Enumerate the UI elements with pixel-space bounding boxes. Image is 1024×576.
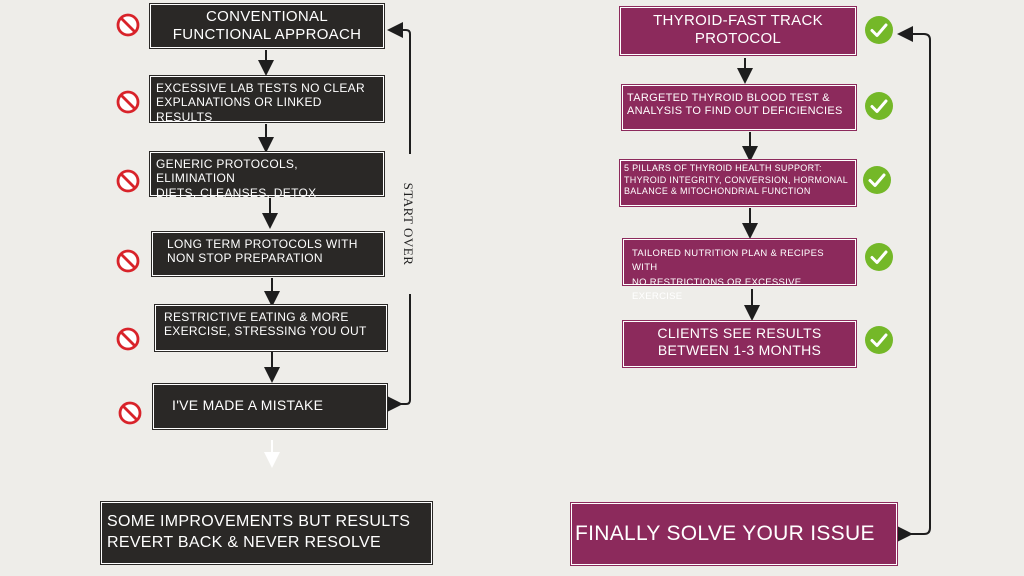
left-step-4-line2: NON STOP PREPARATION (167, 251, 323, 266)
no-entry-icon (116, 90, 140, 114)
right-outcome: FINALLY SOLVE YOUR ISSUE (571, 503, 897, 565)
right-step-3-line3: BALANCE & MITOCHONDRIAL FUNCTION (624, 186, 811, 197)
right-step-1: THYROID-FAST TRACK PROTOCOL (620, 7, 856, 55)
right-step-1-line2: PROTOCOL (694, 30, 782, 47)
left-step-1-line2: FUNCTIONAL APPROACH (172, 26, 362, 43)
left-step-4: LONG TERM PROTOCOLS WITH NON STOP PREPAR… (152, 232, 384, 276)
left-outcome: SOME IMPROVEMENTS BUT RESULTS REVERT BAC… (101, 502, 432, 564)
no-entry-icon (118, 401, 142, 425)
no-entry-icon (116, 249, 140, 273)
left-step-3-line1: GENERIC PROTOCOLS, ELIMINATION (156, 157, 298, 186)
right-step-3: 5 PILLARS OF THYROID HEALTH SUPPORT: THY… (620, 160, 856, 206)
left-step-5-line2: EXERCISE, STRESSING YOU OUT (164, 324, 367, 339)
left-step-2-line1: EXCESSIVE LAB TESTS NO CLEAR (156, 81, 365, 95)
right-step-5-line2: BETWEEN 1-3 MONTHS (657, 341, 822, 358)
left-outcome-line2: REVERT BACK & NEVER RESOLVE (107, 533, 381, 551)
left-step-1: CONVENTIONAL FUNCTIONAL APPROACH (150, 4, 384, 48)
right-step-2: TARGETED THYROID BLOOD TEST & ANALYSIS T… (622, 85, 856, 130)
check-icon (865, 16, 893, 44)
right-step-5: CLIENTS SEE RESULTS BETWEEN 1-3 MONTHS (623, 321, 856, 367)
left-step-5-line1: RESTRICTIVE EATING & MORE (164, 310, 349, 324)
check-icon (865, 326, 893, 354)
left-step-5: RESTRICTIVE EATING & MORE EXERCISE, STRE… (155, 305, 387, 351)
right-step-2-line1: TARGETED THYROID BLOOD TEST & (627, 92, 830, 104)
left-step-2-line2: EXPLANATIONS OR LINKED RESULTS (156, 95, 322, 124)
no-entry-icon (116, 327, 140, 351)
finish-loop (897, 26, 931, 542)
no-entry-icon (116, 13, 140, 37)
left-step-6-line1: I'VE MADE A MISTAKE (172, 397, 324, 413)
left-step-6: I'VE MADE A MISTAKE (153, 384, 387, 429)
left-step-1-line1: CONVENTIONAL (206, 8, 328, 25)
start-over-label: START OVER (398, 154, 416, 294)
right-step-3-line2: THYROID INTEGRITY, CONVERSION, HORMONAL (624, 174, 849, 185)
right-step-4-line2: NO RESTRICTIONS OR EXCESSIVE EXERCISE (632, 276, 802, 302)
left-outcome-line1: SOME IMPROVEMENTS BUT RESULTS (107, 513, 411, 530)
check-icon (865, 243, 893, 271)
right-step-4: TAILORED NUTRITION PLAN & RECIPES WITH N… (623, 239, 856, 302)
right-step-2-line2: ANALYSIS TO FIND OUT DEFICIENCIES (627, 105, 843, 118)
right-step-3-line1: 5 PILLARS OF THYROID HEALTH SUPPORT: (624, 163, 822, 173)
right-step-5-line1: CLIENTS SEE RESULTS (657, 325, 822, 341)
check-icon (863, 166, 891, 194)
left-step-4-line1: LONG TERM PROTOCOLS WITH (167, 237, 358, 251)
no-entry-icon (116, 169, 140, 193)
right-step-1-line1: THYROID-FAST TRACK (653, 12, 823, 29)
check-icon (865, 92, 893, 120)
right-step-4-line1: TAILORED NUTRITION PLAN & RECIPES WITH (632, 248, 824, 274)
left-step-2: EXCESSIVE LAB TESTS NO CLEAR EXPLANATION… (150, 76, 384, 124)
left-step-3-line2: DIETS, CLEANSES, DETOX (156, 185, 317, 200)
left-step-3: GENERIC PROTOCOLS, ELIMINATION DIETS, CL… (150, 152, 384, 200)
right-outcome-line1: FINALLY SOLVE YOUR ISSUE (575, 522, 875, 545)
